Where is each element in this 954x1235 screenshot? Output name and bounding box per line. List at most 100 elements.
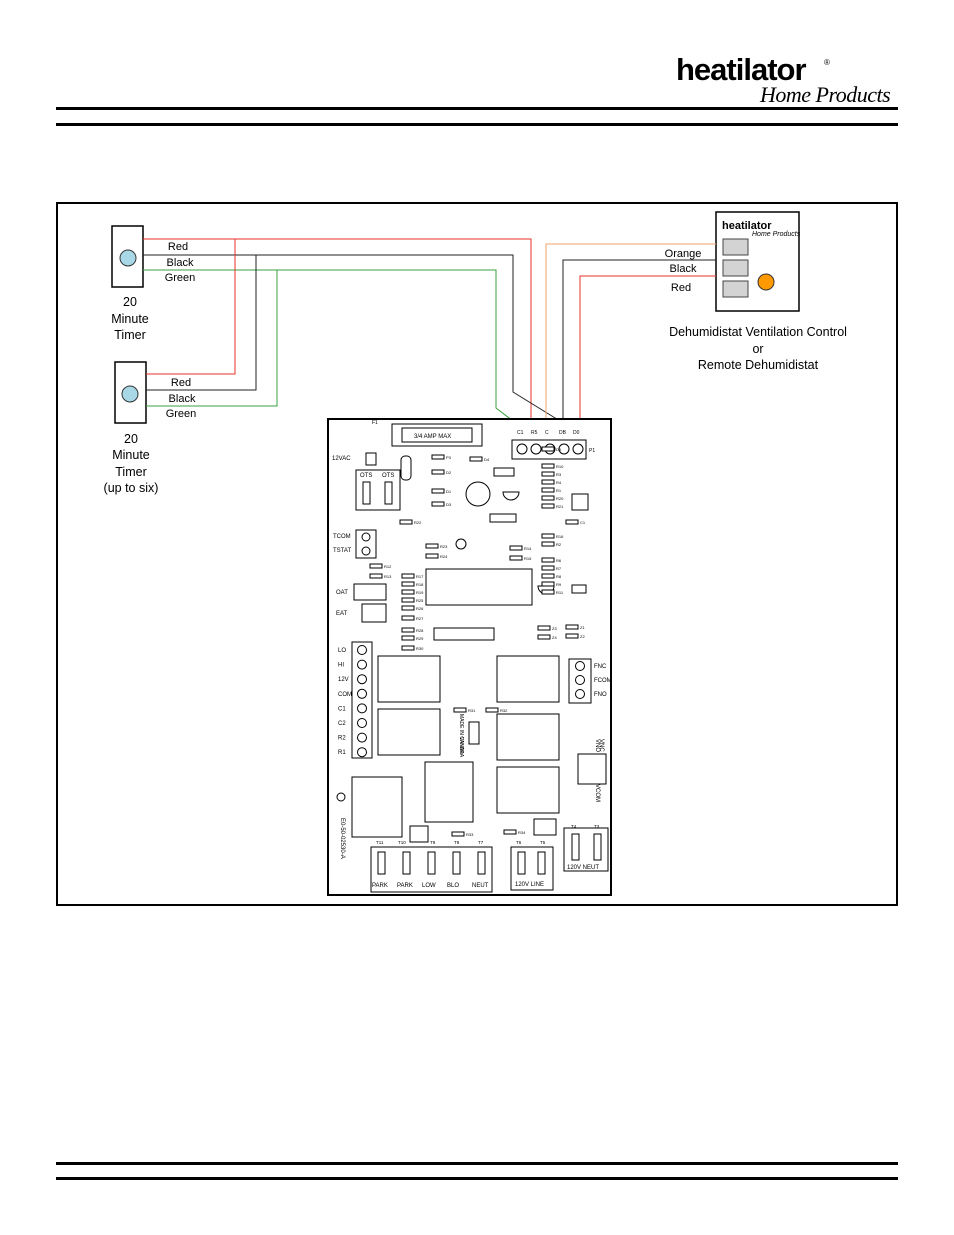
component-ref-label: R10	[556, 464, 564, 469]
terminal-ref-label: T8	[454, 840, 460, 845]
dehum-orange-wire	[545, 243, 716, 425]
dehumidistat-control: heatilator Home Products	[715, 211, 801, 312]
component-resistor	[541, 503, 555, 509]
relay-k4	[496, 713, 560, 761]
p1-terminal-label: R5	[531, 430, 538, 436]
transistor-q1-icon	[455, 538, 467, 550]
component-resistor	[425, 543, 439, 549]
timer-2-line1: 20	[124, 432, 138, 446]
heatilator-logo: heatilator ® Home Products	[672, 52, 892, 112]
relay-k1	[377, 655, 441, 703]
panel-indicator-icon	[757, 273, 775, 291]
dehum-title-line1: Dehumidistat Ventilation Control	[669, 325, 847, 339]
component-ref-label: R12	[384, 564, 392, 569]
component-resistor	[537, 625, 551, 631]
component-ref-label: Z4	[552, 635, 557, 640]
component-ref-label: D3	[446, 502, 452, 507]
component-ref-label: R31	[468, 708, 476, 713]
bottom-left-terminal-label: PARK	[372, 883, 388, 889]
relay-k6	[351, 776, 403, 838]
timer-2-green-label: Green	[166, 408, 197, 420]
terminal-ref-label: T7	[478, 840, 484, 845]
timer-2-knob-icon	[121, 385, 139, 403]
vno-label: VNO	[594, 739, 600, 752]
component-resistor	[541, 487, 555, 493]
p1-terminal-label: C	[545, 430, 549, 436]
component-resistor	[401, 605, 415, 611]
component-resistor	[469, 456, 483, 462]
timer-2-line2: Minute	[112, 448, 150, 462]
p1-terminal-label: D0	[573, 430, 580, 436]
timer-1-green-label: Green	[165, 272, 196, 284]
component-resistor	[509, 545, 523, 551]
r10-resistor	[493, 467, 515, 477]
header-rule-thick	[56, 107, 898, 110]
component-resistor	[485, 707, 499, 713]
12vac-label: 12VAC	[332, 456, 351, 462]
component-ref-label: Z1	[580, 625, 585, 630]
component-resistor	[401, 597, 415, 603]
oat-connector	[353, 583, 387, 601]
component-ref-label: R6	[556, 558, 562, 563]
component-ref-label: Z2	[580, 634, 585, 639]
component-resistor	[431, 469, 445, 475]
tstat-terminal-block	[355, 529, 377, 559]
right-terminal-label: FCOM	[594, 678, 612, 684]
fuse-ref-label: F1	[372, 420, 378, 426]
tcom-label: TCOM	[333, 534, 351, 540]
timer-1: 20 Minute Timer	[111, 225, 149, 342]
relay-k5	[496, 766, 560, 814]
r14-resistor	[489, 513, 517, 523]
fuse-body	[401, 427, 473, 443]
relay-k2	[377, 708, 441, 756]
oat-label: OAT	[336, 590, 348, 596]
right-terminal-screw-icon	[575, 661, 585, 671]
component-ref-label: R19	[416, 590, 424, 595]
left-terminal-screw-icon	[357, 718, 367, 728]
left-terminal-screw-icon	[357, 747, 367, 758]
component-ref-label: R18	[416, 582, 424, 587]
p3-connector	[365, 452, 377, 466]
line-pin-2	[537, 851, 546, 875]
left-terminal-screw-icon	[357, 703, 367, 714]
p1-terminal-label: C1	[517, 430, 524, 436]
component-ref-label: R7	[556, 566, 562, 571]
component-ref-label: R8	[556, 574, 562, 579]
ots-label-1: OTS	[360, 473, 372, 479]
component-ref-label: R26	[416, 606, 424, 611]
component-ref-label: R24	[440, 554, 448, 559]
component-resistor	[541, 495, 555, 501]
left-terminal-label: 12V	[338, 677, 349, 683]
p1-ref-label: P1	[589, 448, 595, 454]
left-terminal-label: R2	[338, 736, 346, 742]
right-terminal-label: FNO	[594, 692, 607, 698]
left-terminal-screw-icon	[357, 732, 367, 743]
timer-2-red-label: Red	[171, 377, 191, 389]
terminal-ref-label: T5	[540, 840, 546, 845]
vanda-label: VANDA	[458, 737, 464, 755]
component-ref-label: R33	[466, 832, 474, 837]
logo-brand: heatilator	[676, 52, 807, 87]
neut-pin-1	[571, 833, 580, 861]
left-terminal-strip	[351, 641, 373, 759]
component-resistor	[369, 563, 383, 569]
timer-1-black-wire	[143, 254, 561, 422]
component-resistor	[541, 573, 555, 579]
dehum-orange-label: Orange	[665, 248, 702, 260]
terminal-ref-label: T4	[571, 824, 577, 829]
ots-pin-2	[384, 481, 393, 505]
component-ref-label: R16	[556, 534, 564, 539]
component-ref-label: R28	[416, 628, 424, 633]
component-ref-label: R34	[518, 830, 526, 835]
logo-underline	[672, 107, 888, 108]
component-ref-label: R25	[416, 598, 424, 603]
component-resistor	[565, 624, 579, 630]
component-ref-label: R15	[524, 556, 532, 561]
timer-1-red-wire	[143, 238, 532, 423]
panel-button-1	[722, 238, 749, 256]
relay-k7	[424, 761, 474, 823]
left-terminal-screw-icon	[357, 645, 367, 655]
p1-screw-icon	[572, 443, 584, 455]
terminal-ref-label: T3	[594, 824, 600, 829]
component-resistor	[541, 471, 555, 477]
